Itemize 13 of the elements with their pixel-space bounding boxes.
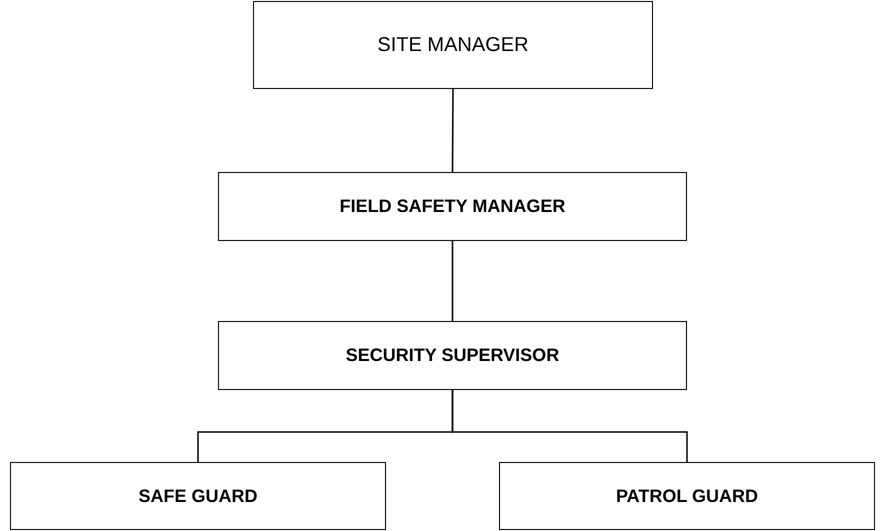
org-box — [218, 321, 687, 390]
org-box — [218, 172, 687, 241]
role-title: PATROL GUARD — [616, 486, 758, 506]
role-title: FIELD SAFETY MANAGER — [340, 196, 566, 217]
connector-line — [452, 241, 454, 321]
connector-line — [452, 89, 454, 172]
role-title: SAFE GUARD — [138, 486, 258, 506]
role-title: SITE MANAGER — [377, 34, 529, 56]
org-box — [499, 462, 875, 530]
org-box — [253, 1, 653, 89]
connector-line — [452, 390, 688, 462]
role-title: SECURITY SUPERVISOR — [346, 345, 560, 366]
org-box — [10, 462, 386, 530]
